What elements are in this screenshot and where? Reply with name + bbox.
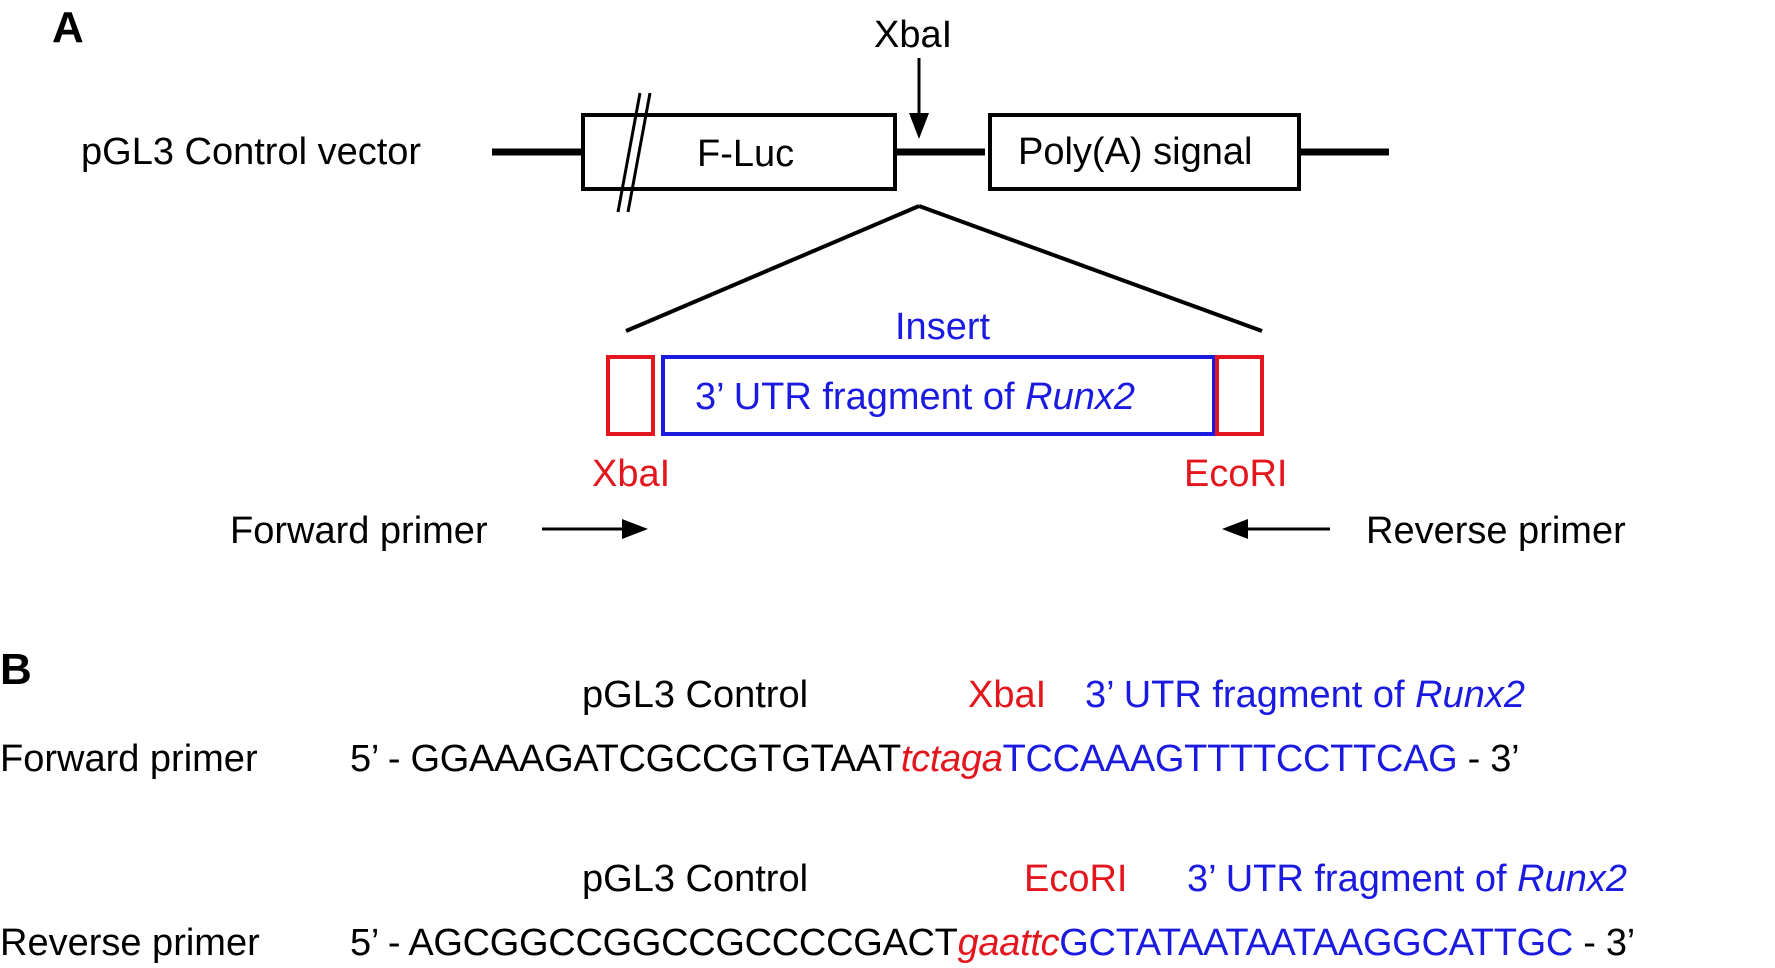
reverse-insert-seq: GCTATAATAATAAGGCATTGC <box>1059 922 1574 964</box>
forward-primer-name: Forward primer <box>0 738 258 780</box>
forward-header-vector: pGL3 Control <box>582 674 809 716</box>
forward-primer-sequence: 5’ - GGAAAGATCGCCGTGTAATtctagaTCCAAAGTTT… <box>350 738 1520 780</box>
panel-label-b: B <box>0 645 32 694</box>
reverse-header-gene: Runx2 <box>1517 858 1627 900</box>
forward-five-prime: 5’ - <box>350 738 411 780</box>
forward-header-gene: Runx2 <box>1415 674 1525 716</box>
ecori-site-box <box>1215 355 1264 436</box>
vector-label: pGL3 Control vector <box>81 131 422 173</box>
break-mark-2 <box>626 92 652 213</box>
xbai-site-box <box>606 355 655 436</box>
reverse-header-enzyme: EcoRI <box>1024 858 1128 900</box>
reverse-header-vector: pGL3 Control <box>582 858 809 900</box>
polya-label: Poly(A) signal <box>1018 131 1253 173</box>
insert-title: Insert <box>895 306 991 348</box>
forward-primer-arrow-head <box>622 519 648 539</box>
reverse-header-insert-prefix: 3’ UTR fragment of <box>1187 858 1518 900</box>
forward-header-insert-prefix: 3’ UTR fragment of <box>1085 674 1416 716</box>
reverse-primer-label: Reverse primer <box>1366 510 1626 552</box>
ecori-site-label: EcoRI <box>1184 453 1288 495</box>
forward-insert-seq: TCCAAAGTTTTCCTTCAG <box>1002 738 1458 780</box>
xbai-site-label: XbaI <box>592 453 671 495</box>
xbai-arrow-head <box>909 113 929 139</box>
reverse-primer-sequence: 5’ - AGCGGCCGGCCGCCCCGACTgaattcGCTATAATA… <box>350 924 1635 962</box>
break-mark-1 <box>616 92 642 213</box>
fluc-label: F-Luc <box>697 133 795 175</box>
insert-box <box>661 355 1216 436</box>
insert-gene-name: Runx2 <box>1025 376 1135 418</box>
forward-vector-seq: GGAAAGATCGCCGTGTAAT <box>410 738 901 780</box>
reverse-header-insert: 3’ UTR fragment of Runx2 <box>1187 860 1627 898</box>
reverse-five-prime: 5’ - <box>350 922 409 964</box>
reverse-vector-seq: AGCGGCCGGCCGCCCCGACT <box>408 922 958 964</box>
forward-header-insert: 3’ UTR fragment of Runx2 <box>1085 676 1525 714</box>
forward-primer-label: Forward primer <box>230 510 488 552</box>
forward-site-seq: tctaga <box>900 738 1003 780</box>
insert-box-text: 3’ UTR fragment of Runx2 <box>695 378 1135 416</box>
reverse-primer-name: Reverse primer <box>0 922 260 964</box>
insert-text-prefix: 3’ UTR fragment of <box>695 376 1026 418</box>
forward-three-prime: - 3’ <box>1457 738 1520 780</box>
panel-label-a: A <box>52 3 84 52</box>
xbai-top-label: XbaI <box>874 14 953 56</box>
reverse-primer-arrow-head <box>1222 519 1248 539</box>
expand-line-left <box>625 204 920 333</box>
forward-header-enzyme: XbaI <box>968 674 1047 716</box>
reverse-site-seq: gaattc <box>957 922 1060 964</box>
expand-line-right <box>918 204 1263 333</box>
polya-box <box>988 113 1301 191</box>
reverse-three-prime: - 3’ <box>1573 922 1635 964</box>
